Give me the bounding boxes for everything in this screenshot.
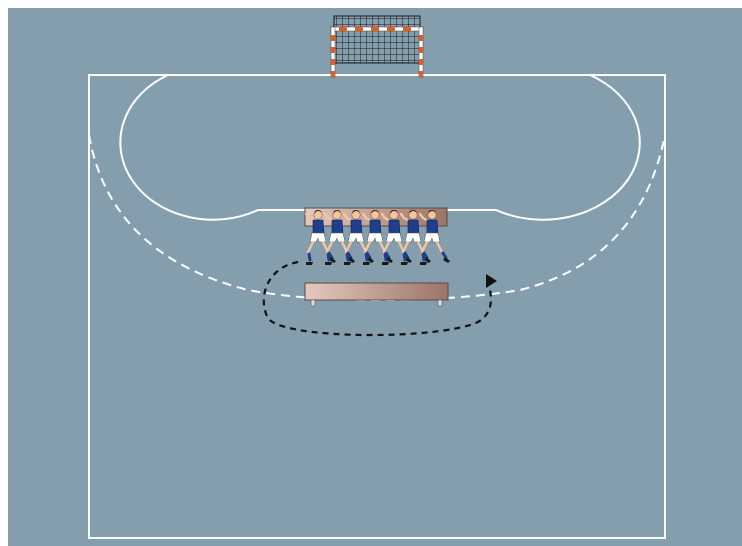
player-jersey (370, 220, 381, 234)
goal-stripe (419, 71, 423, 77)
player-shoe (382, 262, 389, 265)
player-sock (423, 254, 424, 260)
goal-net (334, 16, 420, 63)
goal-stripe (403, 27, 411, 31)
player-sock (404, 254, 405, 260)
goal-stripe (339, 27, 347, 31)
player-jersey (332, 220, 343, 234)
court-floor (8, 8, 742, 546)
player-jersey (351, 220, 362, 234)
player-sock (366, 254, 367, 260)
goal-stripe (371, 27, 379, 31)
goal-stripe (331, 35, 335, 41)
player-jersey (408, 220, 419, 234)
player-sock (385, 254, 386, 260)
goal-stripe (355, 27, 363, 31)
goal-stripe (387, 27, 395, 31)
player-sock (328, 254, 329, 260)
goal-stripe (419, 59, 423, 65)
player-sock (347, 254, 348, 260)
player-shoe (363, 262, 370, 265)
player-shoe (306, 262, 313, 265)
player-jersey (313, 220, 324, 234)
goal-stripe (331, 47, 335, 53)
lower-bench (305, 283, 448, 300)
bench-leg (311, 300, 315, 306)
goal-stripe (331, 59, 335, 65)
player-shoe (420, 262, 427, 265)
player-shoe (401, 262, 408, 265)
player-sock (309, 254, 310, 260)
player-jersey (389, 220, 400, 234)
player-jersey (427, 220, 438, 234)
player-shoe (325, 262, 332, 265)
goal-stripe (419, 35, 423, 41)
goal-stripe (419, 47, 423, 53)
bench-leg (438, 300, 442, 306)
goal-stripe (331, 71, 335, 77)
player-shoe (344, 262, 351, 265)
